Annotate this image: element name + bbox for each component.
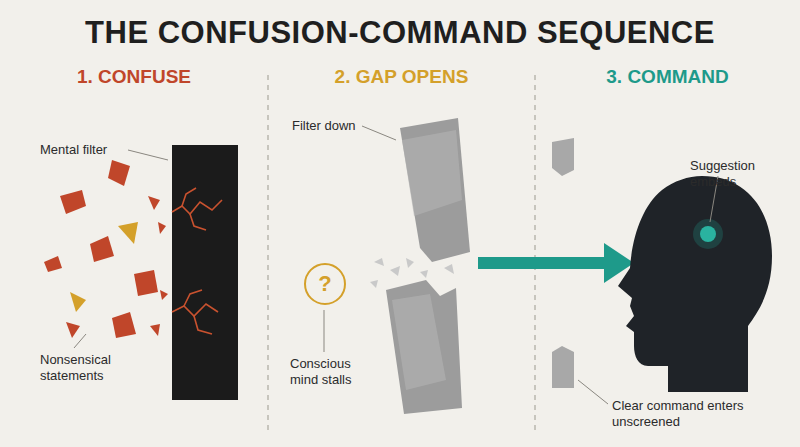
suggestion-dot — [700, 226, 716, 242]
symbol-text: ? — [318, 273, 331, 295]
step-heading: 3. COMMAND — [535, 66, 800, 89]
glow — [693, 219, 723, 249]
step-heading: 2. GAP OPENS — [268, 66, 535, 89]
step-heading: 1. CONFUSE — [0, 66, 268, 89]
fragments — [370, 258, 454, 288]
part-label: Clear command enters unscreened — [612, 398, 762, 429]
cracks — [172, 188, 222, 334]
head-silhouette — [618, 176, 772, 392]
leader-line — [362, 126, 396, 140]
mental-filter-wall — [172, 145, 238, 400]
filter-stub — [552, 346, 574, 388]
leader-line — [324, 310, 325, 352]
part-label: Suggestion embeds — [690, 158, 794, 189]
filter-panel-lower — [386, 280, 462, 414]
nonsense-shards — [44, 160, 168, 338]
leader-line — [128, 150, 168, 160]
filter-panel-upper — [400, 118, 470, 262]
divider — [267, 75, 269, 435]
part-label: Conscious mind stalls — [290, 356, 380, 387]
command-arrow — [478, 257, 606, 269]
filter-stub — [552, 138, 574, 176]
divider — [534, 75, 536, 435]
part-label: Nonsensical statements — [40, 352, 140, 383]
part-label: Mental filter — [40, 142, 140, 158]
question-circle: ? — [304, 263, 346, 305]
leader-line — [74, 334, 86, 348]
part-label: Filter down — [292, 118, 382, 134]
title: THE CONFUSION-COMMAND SEQUENCE — [0, 14, 800, 51]
leader-line — [578, 380, 608, 404]
